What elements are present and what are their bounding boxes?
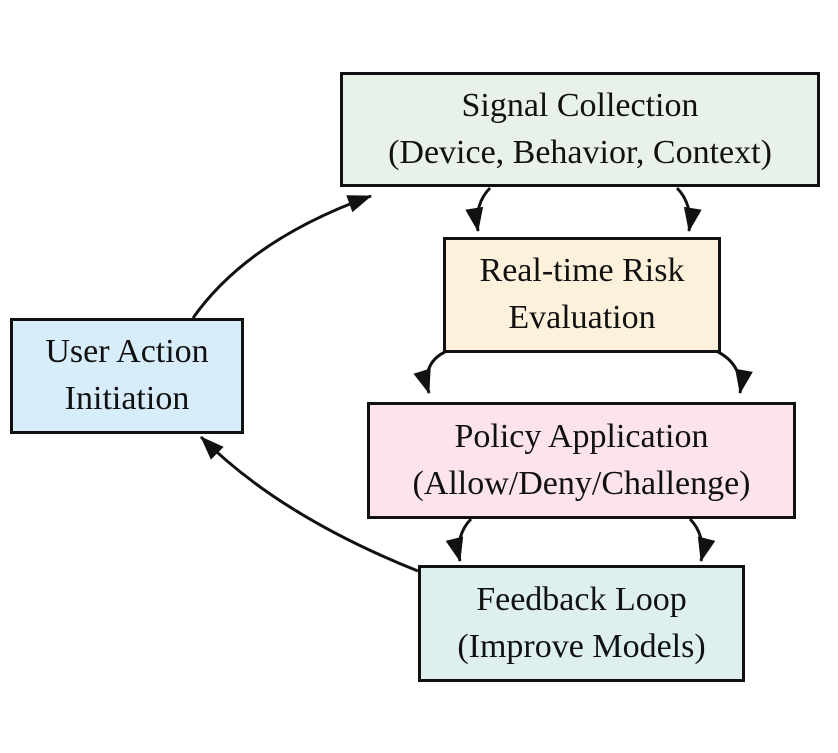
node-label-line: Real-time Risk xyxy=(479,252,685,290)
node-label-line: Evaluation xyxy=(508,299,656,336)
node-label-line: Policy Application xyxy=(454,417,709,455)
edge-user-to-signal xyxy=(191,194,372,319)
node-label-line: (Device, Behavior, Context) xyxy=(388,133,772,171)
edge-signal-to-risk-left xyxy=(465,186,492,232)
node-label-line: Signal Collection xyxy=(461,86,699,124)
edge-risk-to-policy-right xyxy=(717,350,753,394)
node-realtime-risk-evaluation: Real-time Risk Evaluation xyxy=(443,237,721,353)
edge-feedback-to-user xyxy=(199,435,419,573)
node-label-line: Feedback Loop xyxy=(476,580,687,618)
node-label-line: User Action xyxy=(45,333,209,371)
node-signal-collection: Signal Collection (Device, Behavior, Con… xyxy=(340,72,820,187)
edge-policy-to-feedback-right xyxy=(688,517,716,562)
node-label-line: (Allow/Deny/Challenge) xyxy=(412,464,751,502)
edge-policy-to-feedback-left xyxy=(445,517,473,562)
node-label-line: Initiation xyxy=(64,380,190,417)
edge-signal-to-risk-right xyxy=(675,186,702,232)
node-feedback-loop: Feedback Loop (Improve Models) xyxy=(418,565,745,682)
node-policy-application: Policy Application (Allow/Deny/Challenge… xyxy=(367,402,796,519)
node-user-action-initiation: User Action Initiation xyxy=(10,318,244,434)
node-label-line: (Improve Models) xyxy=(457,627,706,665)
edge-risk-to-policy-left xyxy=(413,350,446,394)
